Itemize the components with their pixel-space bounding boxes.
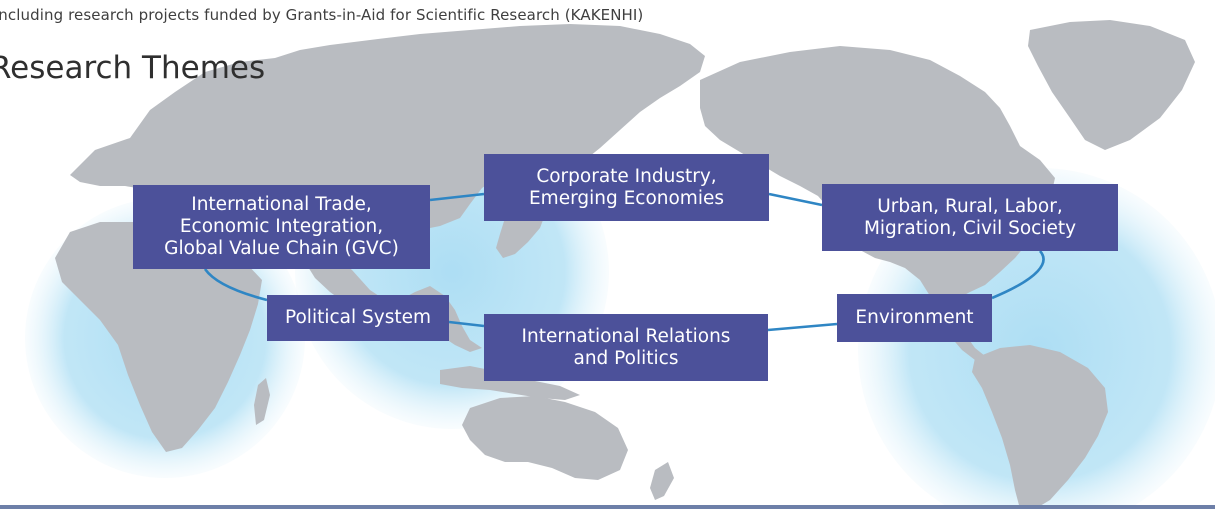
theme-political-system: Political System — [267, 295, 449, 341]
theme-environment: Environment — [837, 294, 992, 342]
theme-international-trade: International Trade, Economic Integratio… — [133, 185, 430, 269]
theme-urban-rural-labor: Urban, Rural, Labor, Migration, Civil So… — [822, 184, 1118, 251]
bottom-divider — [0, 505, 1215, 509]
connector-urban-env — [991, 250, 1045, 300]
connector-pol-trade — [203, 268, 268, 302]
connector-corp-urban — [768, 192, 823, 207]
connector-env-ir — [767, 322, 838, 332]
funding-note: including research projects funded by Gr… — [0, 6, 644, 24]
connector-trade-corp — [429, 192, 485, 202]
page-title: Research Themes — [0, 50, 266, 86]
connector-ir-pol — [448, 320, 485, 328]
theme-connectors — [203, 192, 1045, 332]
theme-international-relations: International Relations and Politics — [484, 314, 768, 381]
theme-corporate-industry: Corporate Industry, Emerging Economies — [484, 154, 769, 221]
